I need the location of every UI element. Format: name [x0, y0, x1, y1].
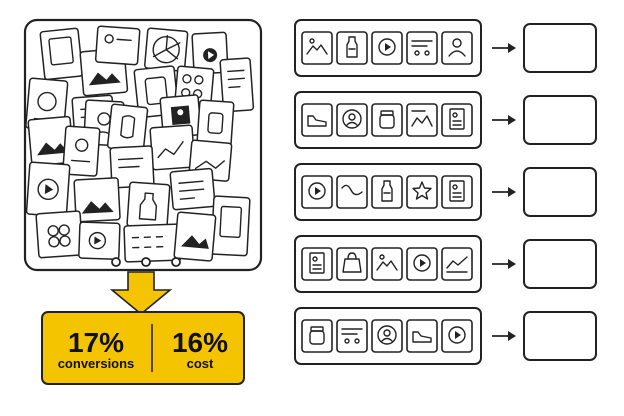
creative-card [123, 223, 182, 263]
creative-pile-panel [23, 18, 263, 272]
shoe-icon [406, 319, 438, 353]
creative-card [196, 99, 235, 147]
creative-card [106, 103, 149, 152]
stats-panel: 17% conversions 16% cost [41, 311, 245, 385]
creative-card [35, 210, 84, 259]
creative-card [173, 211, 217, 262]
play-icon [371, 31, 403, 65]
text-lines-icon [406, 31, 438, 65]
creative-card [169, 167, 216, 211]
creative-row [294, 163, 597, 221]
image-icon [371, 247, 403, 281]
right-arrow-icon [492, 331, 516, 341]
right-arrow-icon [492, 259, 516, 269]
text-lines-icon [336, 319, 368, 353]
bottle-icon [336, 31, 368, 65]
cost-value: 16% [172, 327, 228, 358]
creative-card [78, 221, 121, 261]
output-slot [523, 167, 597, 217]
output-slot [523, 311, 597, 361]
image-icon [301, 31, 333, 65]
creative-card [39, 27, 84, 81]
creative-row [294, 235, 597, 293]
shoe-icon [301, 103, 333, 137]
creative-card [94, 25, 141, 66]
conversions-label: conversions [58, 356, 135, 371]
right-arrow-icon [492, 43, 516, 53]
play-icon [441, 319, 473, 353]
creative-card [219, 57, 255, 113]
document-icon [441, 175, 473, 209]
down-arrow-icon [109, 271, 173, 316]
conversions-value: 17% [68, 327, 124, 358]
creative-card [27, 115, 75, 167]
creative-row [294, 91, 597, 149]
star-icon [406, 175, 438, 209]
play-icon [301, 175, 333, 209]
play-icon [406, 247, 438, 281]
creative-card [149, 124, 196, 171]
creative-card [144, 27, 189, 72]
right-arrow-icon [492, 187, 516, 197]
creative-card [62, 125, 101, 177]
avatar-icon [336, 103, 368, 137]
bottle-icon [371, 175, 403, 209]
person-icon [441, 31, 473, 65]
cost-label: cost [187, 356, 214, 371]
output-slot [523, 95, 597, 145]
output-slot [523, 239, 597, 289]
creative-card [73, 177, 121, 223]
bag-icon [336, 247, 368, 281]
wave-icon [336, 175, 368, 209]
landscape-icon [406, 103, 438, 137]
creative-row [294, 307, 597, 365]
creative-card [126, 181, 171, 230]
creative-rows [294, 19, 597, 365]
jar-icon [301, 319, 333, 353]
creative-card [25, 161, 71, 218]
output-slot [523, 23, 597, 73]
right-arrow-icon [492, 115, 516, 125]
avatar-icon [371, 319, 403, 353]
creative-row [294, 19, 597, 77]
connector-dots [111, 257, 181, 267]
jar-icon [371, 103, 403, 137]
document-icon [301, 247, 333, 281]
chart-icon [441, 247, 473, 281]
creative-card [210, 195, 251, 257]
document-icon [441, 103, 473, 137]
